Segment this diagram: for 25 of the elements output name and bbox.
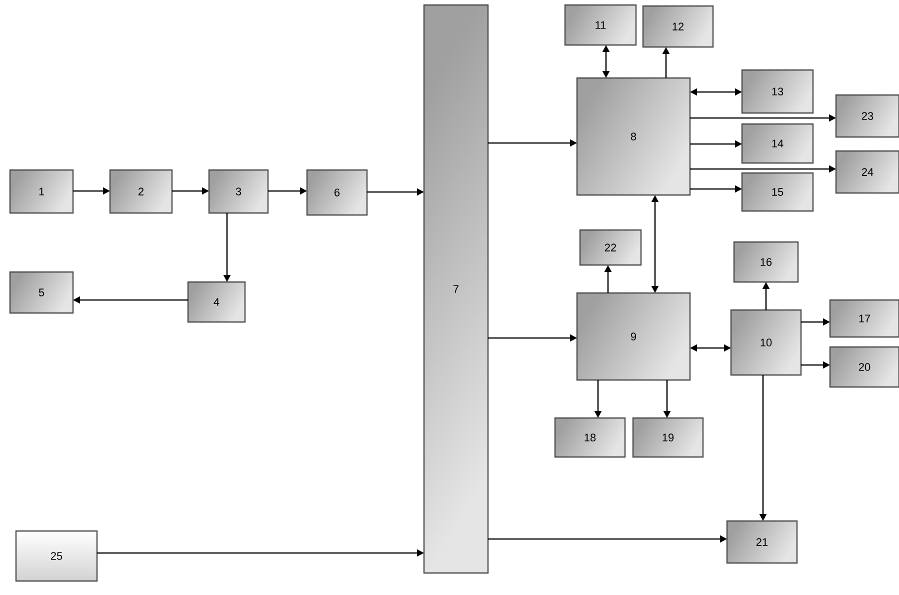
block-box: 2 — [109, 169, 173, 214]
block-box: 4 — [187, 281, 246, 323]
block-box: 17 — [829, 299, 899, 338]
block-box: 9 — [576, 292, 691, 381]
block-box: 6 — [306, 169, 368, 216]
block-box: 22 — [579, 229, 642, 266]
block-box: 21 — [726, 520, 798, 564]
block-box: 11 — [564, 4, 637, 46]
block-box: 25 — [15, 530, 98, 582]
bus-bar: 7 — [423, 4, 489, 574]
block-box: 8 — [576, 77, 691, 196]
block-box: 12 — [642, 5, 714, 48]
block-box: 19 — [632, 417, 704, 458]
block-box: 18 — [554, 417, 626, 458]
block-box: 1 — [9, 169, 74, 214]
block-box: 23 — [835, 94, 899, 138]
block-box: 3 — [208, 169, 269, 214]
block-box: 10 — [730, 309, 802, 376]
block-box: 14 — [741, 123, 814, 164]
block-box: 15 — [741, 172, 814, 212]
block-box: 20 — [829, 346, 899, 388]
block-box: 16 — [733, 241, 799, 283]
block-box: 13 — [741, 69, 814, 114]
block-box: 24 — [835, 150, 899, 194]
block-box: 5 — [9, 271, 74, 314]
